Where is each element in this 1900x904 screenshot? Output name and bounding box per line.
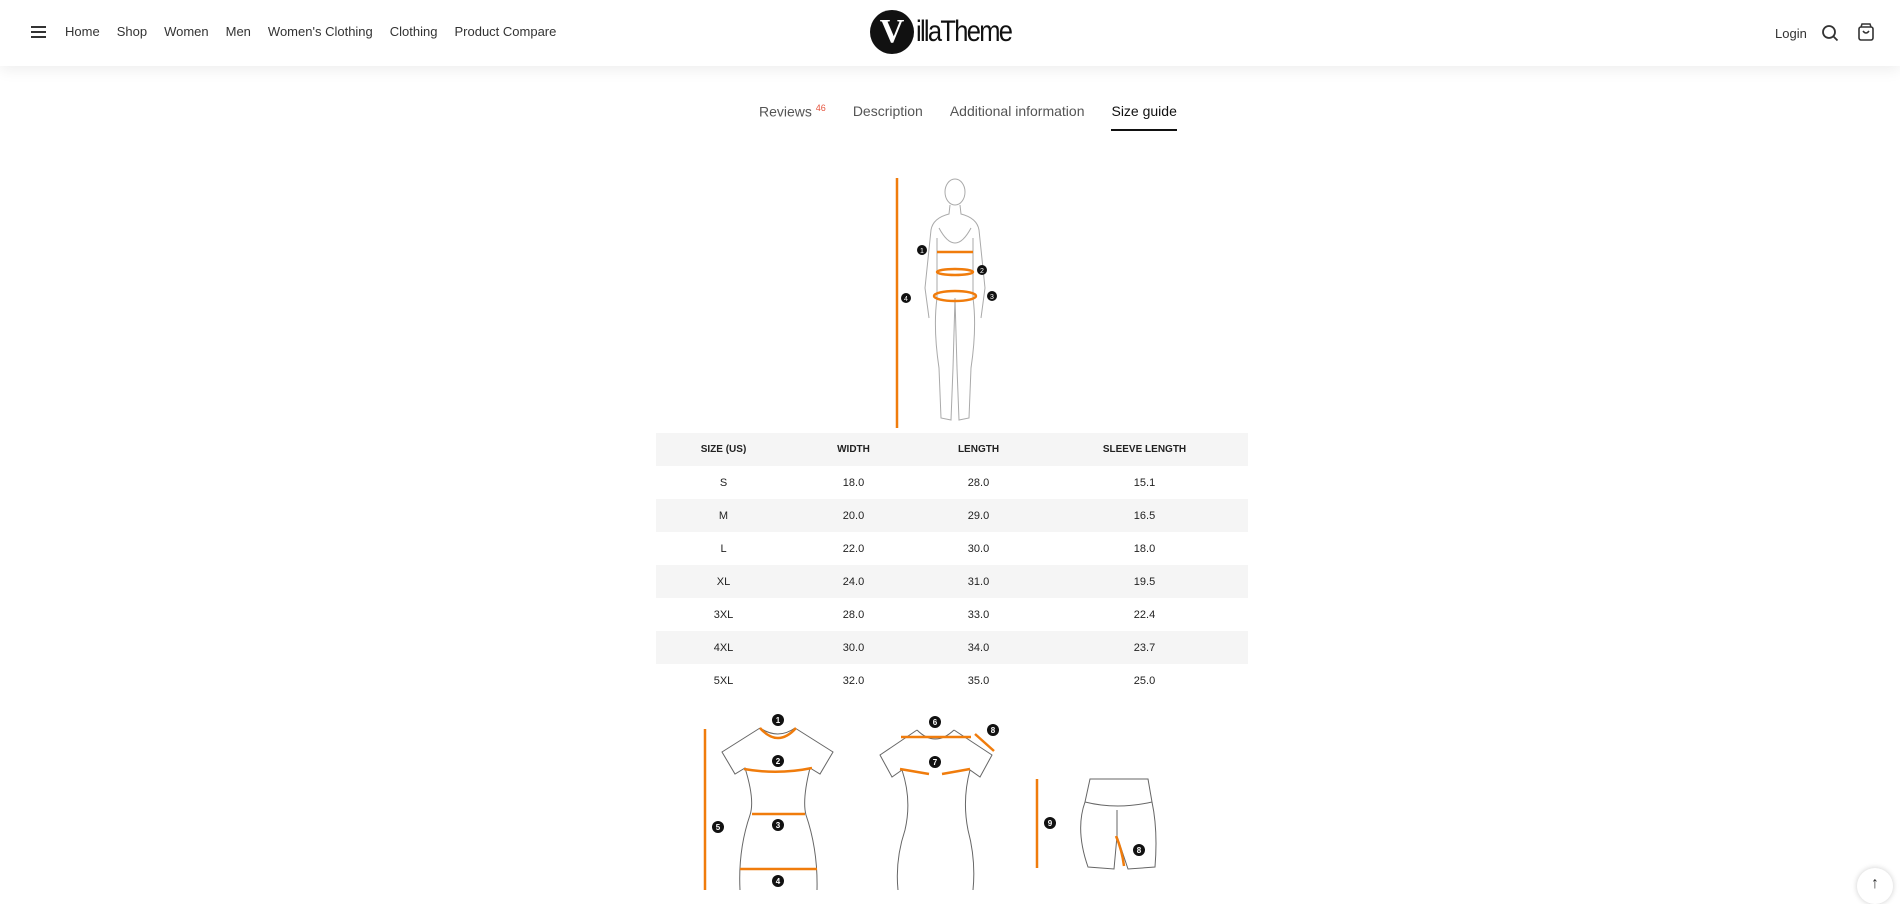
- table-cell: 22.4: [1133, 608, 1156, 621]
- marker-2: 2: [980, 268, 984, 275]
- table-cell: M: [718, 509, 729, 522]
- table-cell: 18.0: [842, 476, 865, 489]
- table-cell: 4XL: [713, 641, 734, 654]
- table-cell: XL: [716, 575, 731, 588]
- table-cell: 25.0: [1133, 674, 1156, 687]
- tab-description[interactable]: Description: [852, 103, 923, 119]
- svg-text:6: 6: [933, 718, 938, 727]
- arrow-up-icon: ↑: [1871, 875, 1879, 892]
- marker-3: 3: [990, 294, 994, 301]
- nav-link-clothing[interactable]: Clothing: [389, 24, 438, 39]
- nav-link-women[interactable]: Women: [164, 24, 209, 39]
- reviews-count-badge: 46: [815, 103, 826, 113]
- nav-link-product-compare[interactable]: Product Compare: [454, 24, 557, 39]
- tab-additional-information[interactable]: Additional information: [949, 103, 1085, 119]
- tab-size-guide[interactable]: Size guide: [1111, 103, 1177, 131]
- svg-text:5: 5: [716, 823, 721, 832]
- table-row: 3XL 28.0 33.0 22.4: [656, 598, 1248, 631]
- table-cell: 33.0: [967, 608, 990, 621]
- table-cell: 18.0: [1133, 542, 1156, 555]
- table-cell: 19.5: [1133, 575, 1156, 588]
- table-cell: S: [719, 476, 728, 489]
- svg-text:4: 4: [776, 877, 781, 886]
- table-row: 5XL 32.0 35.0 25.0: [656, 664, 1248, 697]
- table-cell: 15.1: [1133, 476, 1156, 489]
- table-cell: 3XL: [713, 608, 734, 621]
- table-cell: L: [720, 542, 727, 555]
- table-cell: 24.0: [842, 575, 865, 588]
- table-cell: 22.0: [842, 542, 865, 555]
- garment-measurement-illustrations: 1 2 3 4 5 6 7 8 8 9: [703, 714, 1157, 890]
- table-cell: 5XL: [713, 674, 734, 687]
- table-cell: 30.0: [842, 641, 865, 654]
- cart-icon[interactable]: [1857, 23, 1875, 42]
- product-tabs: Reviews 46 Description Additional inform…: [759, 103, 1177, 131]
- search-icon[interactable]: [1821, 24, 1839, 42]
- nav-link-womens-clothing[interactable]: Women's Clothing: [267, 24, 373, 39]
- tab-reviews[interactable]: Reviews 46: [759, 103, 826, 120]
- svg-text:1: 1: [776, 716, 781, 725]
- table-cell: 28.0: [967, 476, 990, 489]
- size-table: SIZE (US) WIDTH LENGTH SLEEVE LENGTH S 18.0 2…: [656, 433, 1248, 697]
- table-row: S 18.0 28.0 15.1: [656, 466, 1248, 499]
- table-cell: 30.0: [967, 542, 990, 555]
- table-cell: 28.0: [842, 608, 865, 621]
- login-link[interactable]: Login: [1775, 26, 1807, 41]
- col-sleeve-length: SLEEVE LENGTH: [1102, 444, 1187, 455]
- table-cell: 23.7: [1133, 641, 1156, 654]
- header-nav: Home Shop Women Men Women's Clothing Clo…: [0, 0, 1900, 66]
- col-width: WIDTH: [837, 444, 870, 455]
- svg-text:9: 9: [1048, 819, 1053, 828]
- nav-link-home[interactable]: Home: [65, 24, 100, 39]
- table-cell: 32.0: [842, 674, 865, 687]
- svg-text:7: 7: [933, 758, 938, 767]
- table-cell: 35.0: [967, 674, 990, 687]
- table-row: 4XL 30.0 34.0 23.7: [656, 631, 1248, 664]
- scroll-to-top-button[interactable]: ↑: [1857, 868, 1893, 904]
- main-menu: Home Shop Women Men Women's Clothing Clo…: [65, 24, 556, 39]
- table-cell: 34.0: [967, 641, 990, 654]
- table-row: L 22.0 30.0 18.0: [656, 532, 1248, 565]
- body-measurement-figure: 1 2 3 4: [895, 178, 997, 428]
- table-cell: 20.0: [842, 509, 865, 522]
- nav-link-shop[interactable]: Shop: [116, 24, 148, 39]
- table-row: XL 24.0 31.0 19.5: [656, 565, 1248, 598]
- table-cell: 29.0: [967, 509, 990, 522]
- nav-link-men[interactable]: Men: [225, 24, 251, 39]
- svg-text:8: 8: [1137, 846, 1142, 855]
- marker-4: 4: [904, 296, 908, 303]
- svg-text:8: 8: [991, 726, 996, 735]
- col-length: LENGTH: [957, 444, 1000, 455]
- svg-text:2: 2: [776, 757, 781, 766]
- marker-1: 1: [920, 248, 924, 255]
- svg-text:3: 3: [776, 821, 781, 830]
- col-size: SIZE (US): [700, 444, 747, 455]
- table-cell: 16.5: [1133, 509, 1156, 522]
- table-cell: 31.0: [967, 575, 990, 588]
- menu-icon[interactable]: [31, 26, 46, 38]
- table-row: M 20.0 29.0 16.5: [656, 499, 1248, 532]
